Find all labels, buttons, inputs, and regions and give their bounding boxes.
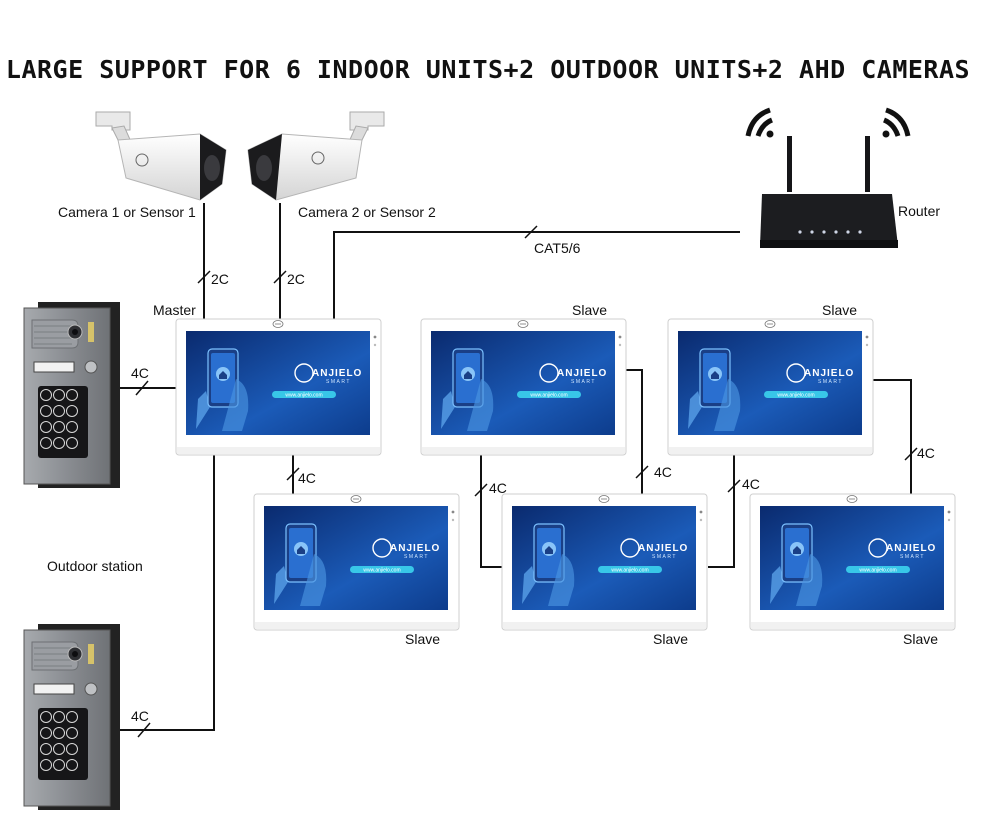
keypad-key	[66, 405, 78, 417]
outdoor-station-2	[23, 623, 121, 811]
monitor-brand: ANJIELO	[557, 368, 607, 379]
keypad-key	[40, 711, 52, 723]
wire-label-2c-camera1: 2C	[211, 271, 229, 287]
monitor-url: www.anjielo.com	[285, 393, 322, 399]
keypad-key	[66, 389, 78, 401]
sensor-dot	[451, 510, 455, 514]
wire-label-4c-s2-s4: 4C	[654, 464, 672, 480]
keypad-key	[53, 711, 65, 723]
keypad-key	[40, 437, 52, 449]
sensor-dot	[699, 510, 703, 514]
monitor-brand: ANJIELO	[638, 543, 688, 554]
keypad-key	[66, 437, 78, 449]
keypad-key	[40, 727, 52, 739]
monitor-brand-sub: SMART	[900, 554, 925, 560]
keypad-key	[40, 405, 52, 417]
page-title: LARGE SUPPORT FOR 6 INDOOR UNITS+2 OUTDO…	[6, 55, 970, 84]
monitor-brand-sub: SMART	[571, 379, 596, 385]
monitor-url: www.anjielo.com	[363, 568, 400, 574]
keypad-key	[66, 727, 78, 739]
sensor-dot	[947, 510, 951, 514]
keypad-key	[53, 421, 65, 433]
outdoor-station-1	[23, 301, 121, 489]
monitor-url: www.anjielo.com	[777, 393, 814, 399]
wire-label-4c-s3-s5: 4C	[917, 445, 935, 461]
keypad-key	[53, 389, 65, 401]
monitor-brand-sub: SMART	[326, 379, 351, 385]
wire-label-4c-m-s1: 4C	[298, 470, 316, 486]
monitor-url: www.anjielo.com	[530, 393, 567, 399]
keypad-key	[66, 421, 78, 433]
camera-2-label: Camera 2 or Sensor 2	[298, 204, 436, 220]
keypad-key	[40, 743, 52, 755]
monitor-label-slave-top1: Slave	[572, 302, 607, 318]
wire-label-4c-s2-s5: 4C	[489, 480, 507, 496]
sensor-dot	[865, 343, 869, 347]
monitor-label-slave-bottom2: Slave	[653, 631, 688, 647]
monitor-brand-sub: SMART	[404, 554, 429, 560]
keypad-key	[66, 743, 78, 755]
monitor-label-slave-bottom3: Slave	[903, 631, 938, 647]
camera-2-icon	[247, 111, 385, 201]
monitor-label-master: Master	[153, 302, 196, 318]
sensor-dot	[618, 335, 622, 339]
keypad-key	[40, 759, 52, 771]
sensor-dot	[699, 518, 703, 522]
monitor-url: www.anjielo.com	[611, 568, 648, 574]
monitor-label-slave-top2: Slave	[822, 302, 857, 318]
camera-1-icon	[95, 111, 227, 201]
camera-1-label: Camera 1 or Sensor 1	[58, 204, 196, 220]
wire-label-4c-door1: 4C	[131, 365, 149, 381]
monitor-label-slave-bottom1: Slave	[405, 631, 440, 647]
keypad-key	[40, 421, 52, 433]
sensor-dot	[451, 518, 455, 522]
monitor-brand-sub: SMART	[652, 554, 677, 560]
wire-label-4c-door2: 4C	[131, 708, 149, 724]
indoor-monitors: ANJIELOSMARTwww.anjielo.comANJIELOSMARTw…	[175, 318, 956, 631]
router-label: Router	[898, 203, 940, 219]
sensor-dot	[373, 343, 377, 347]
monitor-brand-sub: SMART	[818, 379, 843, 385]
sensor-dot	[618, 343, 622, 347]
wiring	[120, 203, 918, 738]
keypad-key	[66, 711, 78, 723]
keypad-icon	[40, 389, 78, 449]
wire-label-4c-s3-s4: 4C	[742, 476, 760, 492]
monitor-brand: ANJIELO	[886, 543, 936, 554]
monitor-url: www.anjielo.com	[859, 568, 896, 574]
keypad-key	[53, 405, 65, 417]
wire-label-2c-camera2: 2C	[287, 271, 305, 287]
keypad-key	[53, 437, 65, 449]
sensor-dot	[947, 518, 951, 522]
monitor-brand: ANJIELO	[390, 543, 440, 554]
keypad-key	[53, 743, 65, 755]
keypad-key	[66, 759, 78, 771]
monitor-brand: ANJIELO	[312, 368, 362, 379]
sensor-dot	[865, 335, 869, 339]
router-icon	[745, 107, 911, 248]
monitor-brand: ANJIELO	[804, 368, 854, 379]
keypad-key	[53, 759, 65, 771]
keypad-key	[40, 389, 52, 401]
keypad-icon	[40, 711, 78, 771]
outdoor-station-label: Outdoor station	[47, 558, 143, 574]
sensor-dot	[373, 335, 377, 339]
keypad-key	[53, 727, 65, 739]
wire-label-cat: CAT5/6	[534, 240, 581, 256]
